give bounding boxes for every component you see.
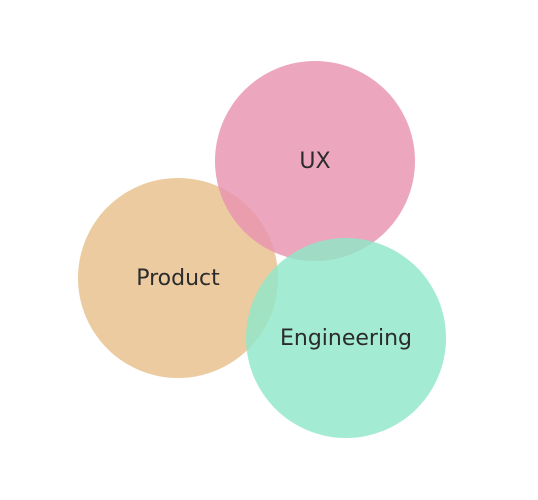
ux-circle: [215, 61, 415, 261]
ux-label: UX: [299, 149, 330, 174]
product-label: Product: [136, 266, 220, 291]
product-circle: [78, 178, 278, 378]
engineering-circle: [246, 238, 446, 438]
engineering-label: Engineering: [280, 326, 412, 351]
